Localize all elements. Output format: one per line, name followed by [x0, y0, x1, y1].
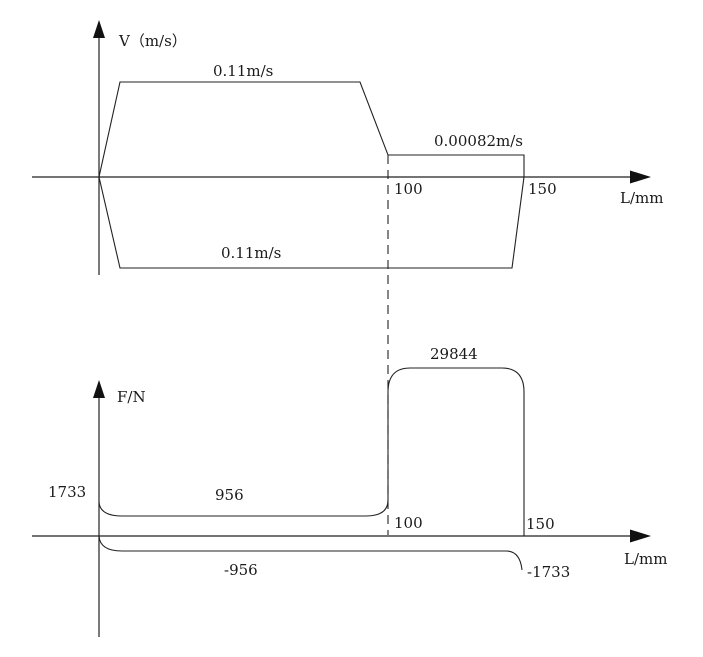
- force-x-axis-arrow: [630, 529, 651, 543]
- velocity-y-axis-arrow: [93, 20, 105, 38]
- force-x-axis-label: L/mm: [624, 550, 667, 568]
- velocity-forward-profile: [98, 81, 525, 178]
- velocity-return-profile: [98, 176, 525, 269]
- force-y-axis-label: F/N: [117, 388, 146, 406]
- velocity-tick-100: 100: [394, 180, 423, 198]
- fast-forward-speed-label: 0.11m/s: [213, 62, 273, 80]
- force-tick-100: 100: [394, 514, 423, 532]
- start-force-label: 1733: [48, 483, 86, 501]
- return-force-label: -956: [224, 561, 258, 579]
- force-y-axis-arrow: [93, 380, 105, 398]
- fast-forward-force-label: 956: [215, 486, 244, 504]
- end-force-label: -1733: [527, 563, 570, 581]
- work-force-label: 29844: [430, 345, 478, 363]
- velocity-tick-150: 150: [528, 180, 557, 198]
- force-forward-profile: [98, 367, 525, 536]
- velocity-x-axis-arrow: [630, 170, 651, 184]
- force-return-profile: [98, 535, 523, 571]
- velocity-x-axis-label: L/mm: [620, 189, 663, 207]
- force-tick-150: 150: [526, 515, 555, 533]
- fast-return-speed-label: 0.11m/s: [221, 244, 281, 262]
- work-feed-speed-label: 0.00082m/s: [434, 132, 523, 150]
- velocity-y-axis-label: V（m/s）: [118, 32, 187, 50]
